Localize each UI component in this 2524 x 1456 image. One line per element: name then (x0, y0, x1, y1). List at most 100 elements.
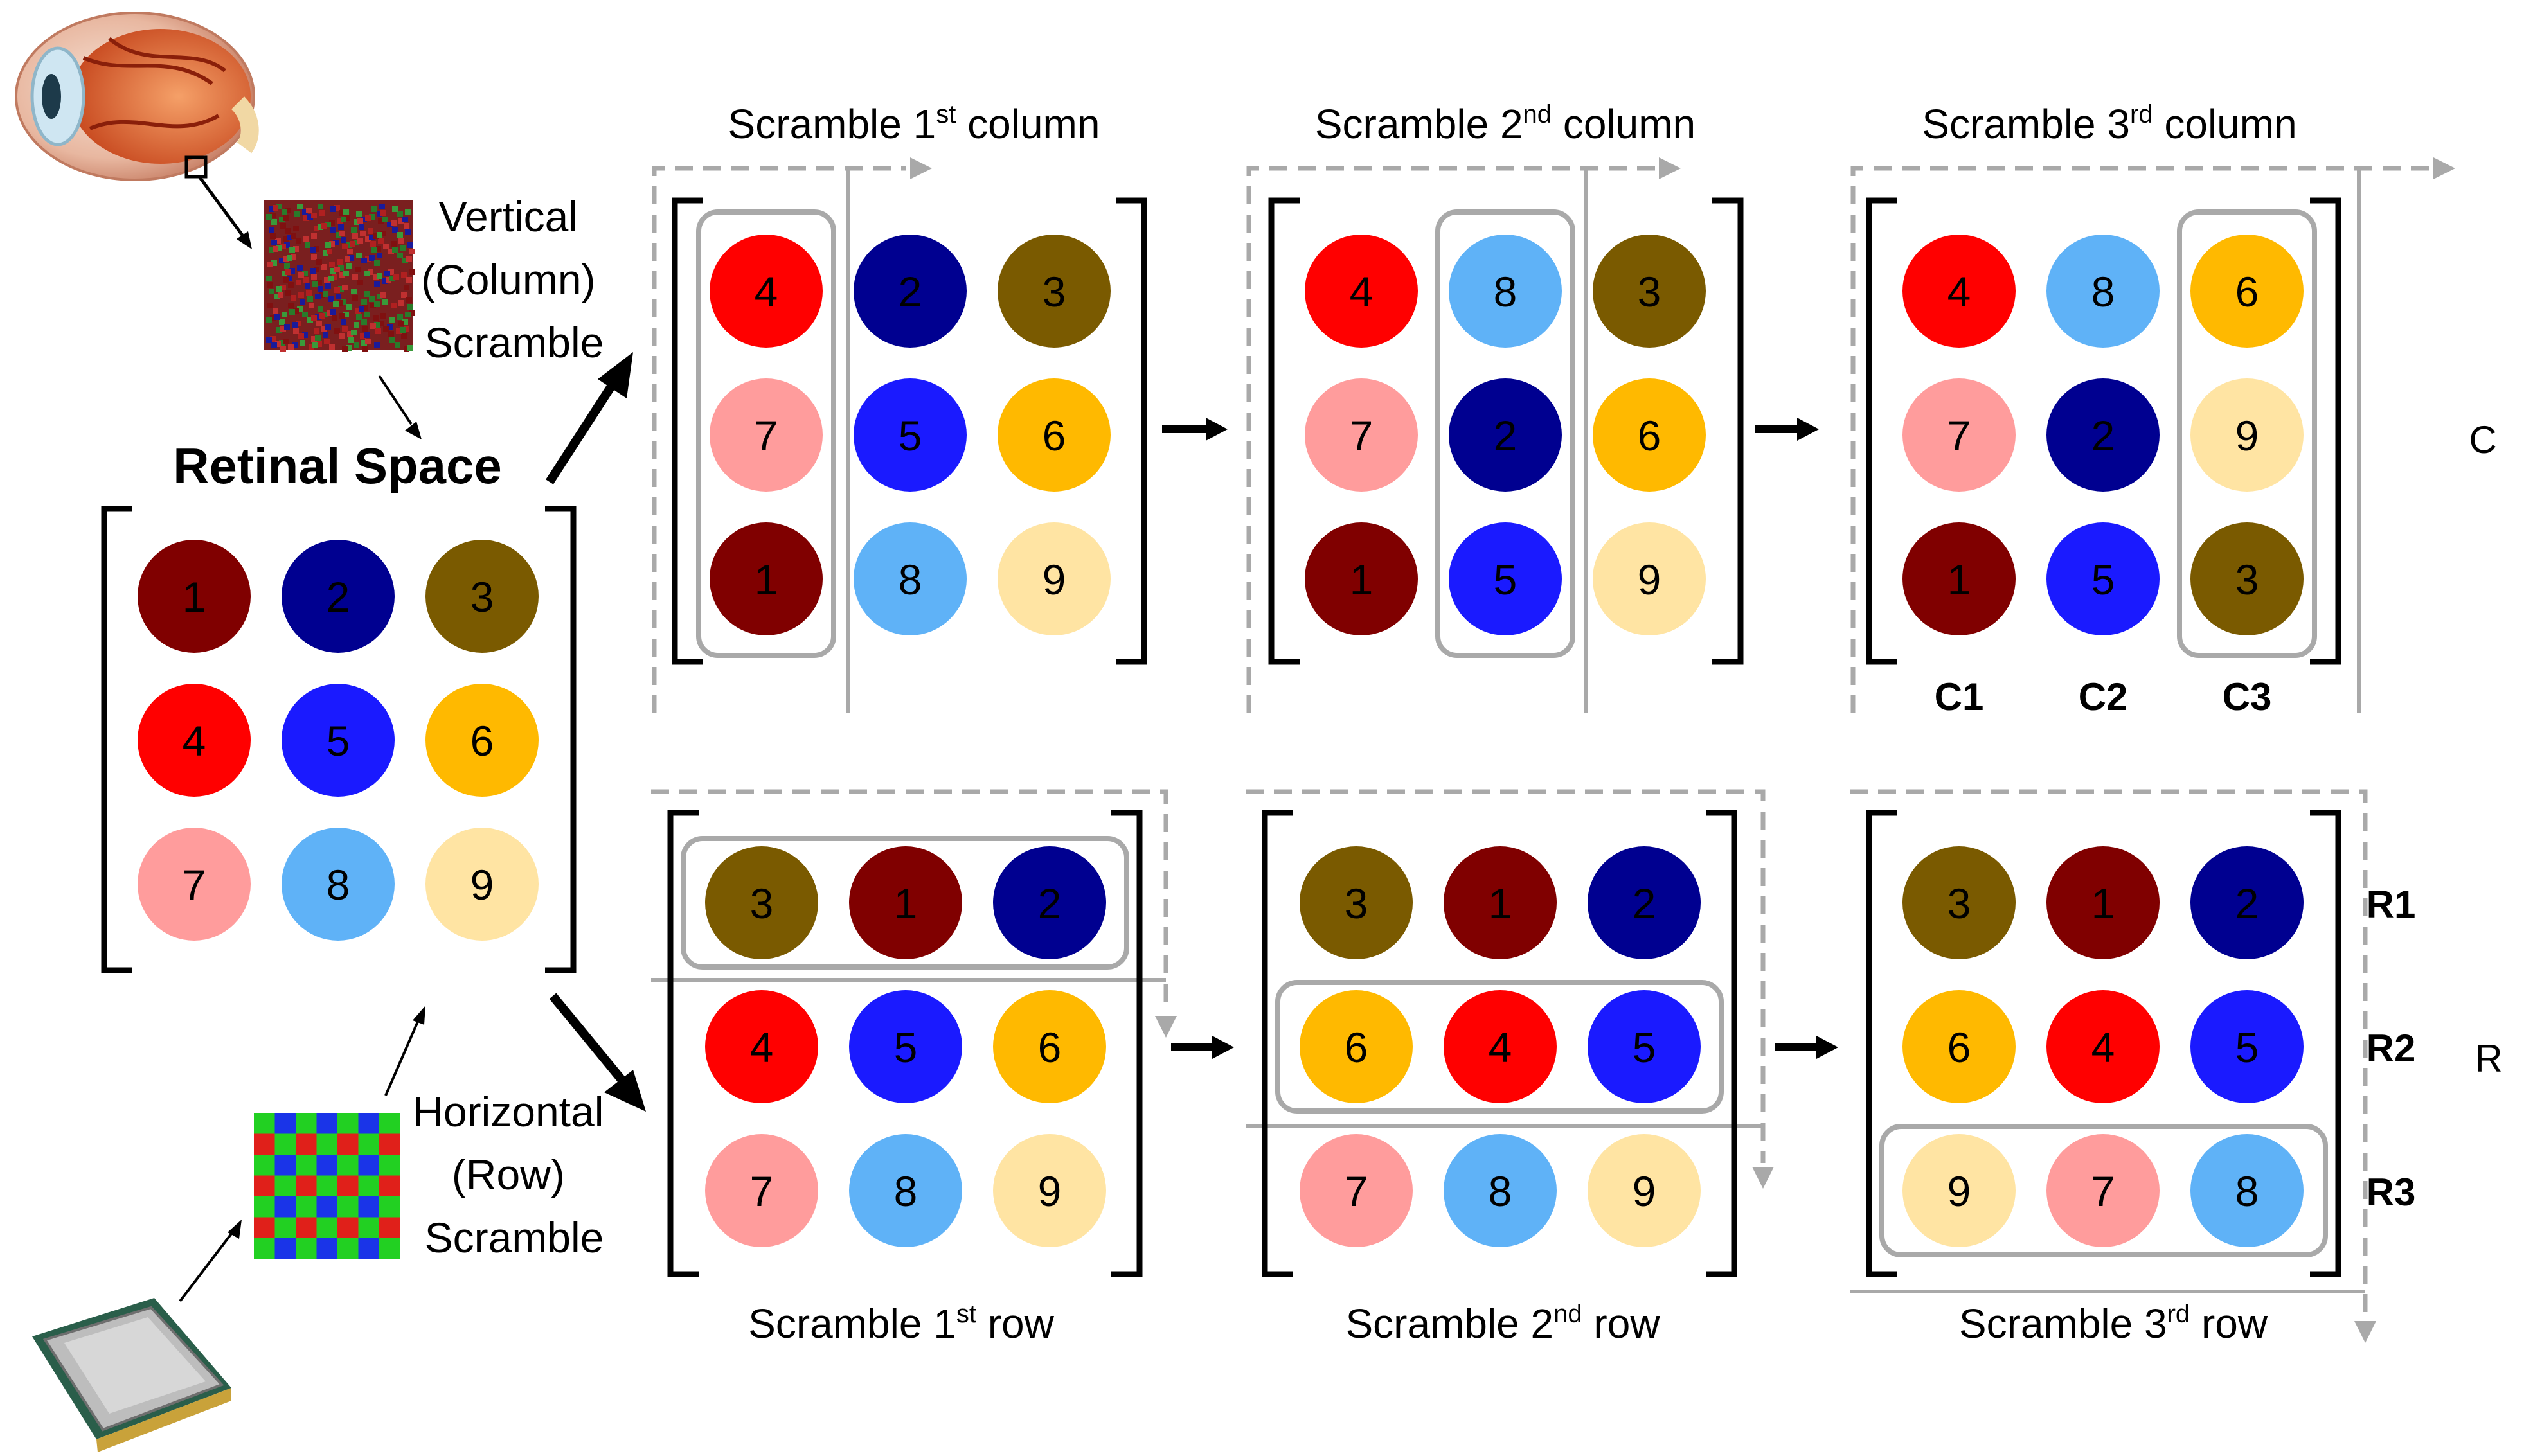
cell-number: 8 (2091, 268, 2115, 315)
bayer-mosaic-icon (254, 1113, 400, 1259)
matrix-cell (138, 828, 251, 941)
cell-number: 2 (899, 268, 922, 315)
cell-number: 4 (1947, 268, 1971, 315)
cell-number: 4 (2091, 1024, 2115, 1071)
matrix-cell (1305, 235, 1418, 348)
cell-number: 2 (327, 573, 350, 621)
cell-number: 3 (2235, 556, 2259, 603)
matrix-cell (998, 378, 1111, 492)
cell-number: 9 (1038, 1167, 1062, 1215)
cell-number: 7 (2091, 1167, 2115, 1215)
matrix-cell (282, 540, 395, 653)
matrix-cell (993, 990, 1106, 1103)
matrix-cell (425, 828, 539, 941)
matrix-cell (854, 235, 967, 348)
matrix-cell (282, 828, 395, 941)
matrix-cell (849, 990, 962, 1103)
scramble-path (1850, 789, 2368, 1317)
cell-number: 6 (2235, 268, 2259, 315)
cell-number: 7 (755, 412, 778, 459)
matrix-cell (138, 684, 251, 797)
matrix-cell (854, 522, 967, 635)
cell-number: 4 (750, 1024, 774, 1071)
cell-number: 3 (750, 880, 774, 927)
matrix-right-bracket (2310, 197, 2341, 665)
matrix-cell (2046, 378, 2160, 492)
matrix-cell (1588, 1134, 1701, 1247)
matrix-cell (1593, 235, 1706, 348)
matrix-cell (710, 235, 823, 348)
matrix-cell (1449, 522, 1562, 635)
cell-number: 4 (183, 717, 206, 765)
column-label: C2 (2079, 675, 2128, 718)
stage-title: Scramble 2nd column (1315, 100, 1696, 147)
matrix-right-bracket (1116, 197, 1147, 665)
cell-number: 7 (1947, 412, 1971, 459)
retina-mosaic-icon (264, 200, 415, 352)
highlight-box (1435, 209, 1575, 658)
stage-title: Scramble 2nd row (1345, 1300, 1660, 1347)
cell-number: 4 (1350, 268, 1374, 315)
matrix-cell (282, 684, 395, 797)
matrix-cell (1902, 378, 2016, 492)
matrix-cell (705, 846, 818, 959)
scramble-path (651, 789, 1168, 1012)
matrix-left-bracket (667, 810, 699, 1277)
matrix-cell (1305, 378, 1418, 492)
cell-number: 5 (2235, 1024, 2259, 1071)
matrix-cell (1449, 378, 1562, 492)
retinal-space-title: Retinal Space (173, 438, 502, 494)
cell-number: 6 (470, 717, 494, 765)
matrix-cell (2046, 522, 2160, 635)
matrix-cell (1902, 522, 2016, 635)
cell-number: 7 (750, 1167, 774, 1215)
cell-number: 2 (1494, 412, 1517, 459)
cell-number: 6 (1345, 1024, 1368, 1071)
cell-number: 8 (2235, 1167, 2259, 1215)
cell-number: 1 (894, 880, 918, 927)
stage-arrow (1162, 418, 1228, 441)
matrix-right-bracket (1712, 197, 1744, 665)
cell-number: 5 (1494, 556, 1517, 603)
cell-number: 7 (1350, 412, 1374, 459)
cell-number: 4 (755, 268, 778, 315)
vertical-label: Vertical (Column) Scramble (421, 193, 607, 366)
cell-number: 1 (755, 556, 778, 603)
cell-number: 3 (1947, 880, 1971, 927)
stage-title: Scramble 3rd column (1922, 100, 2296, 147)
cell-number: 7 (183, 861, 206, 909)
cell-number: 3 (470, 573, 494, 621)
cell-number: 1 (2091, 880, 2115, 927)
matrix-left-bracket (101, 506, 132, 973)
matrix-cell (2190, 990, 2304, 1103)
matrix-cell (425, 684, 539, 797)
stage-arrow (1755, 418, 1819, 441)
scramble-path (1850, 166, 2430, 713)
cell-number: 5 (899, 412, 922, 459)
matrix-left-bracket (1866, 810, 1897, 1277)
row-label: R2 (2367, 1027, 2416, 1070)
cell-number: 2 (2235, 880, 2259, 927)
highlight-box (696, 209, 836, 658)
matrix-cell (1588, 990, 1701, 1103)
cell-number: 2 (1038, 880, 1062, 927)
scramble-path (1246, 166, 1655, 713)
matrix-cell (998, 235, 1111, 348)
horizontal-label: Horizontal (Row) Scramble (413, 1088, 615, 1261)
matrix-cell (2046, 990, 2160, 1103)
cell-number: 2 (1633, 880, 1656, 927)
row-label: R3 (2367, 1171, 2416, 1214)
matrix-cell (1588, 846, 1701, 959)
cell-number: 5 (2091, 556, 2115, 603)
scramble-path (652, 166, 906, 713)
matrix-left-bracket (1262, 810, 1293, 1277)
cell-number: 4 (1489, 1024, 1512, 1071)
row-stage-label: R (2475, 1037, 2502, 1080)
cell-number: 1 (1350, 556, 1374, 603)
matrix-cell (705, 1134, 818, 1247)
